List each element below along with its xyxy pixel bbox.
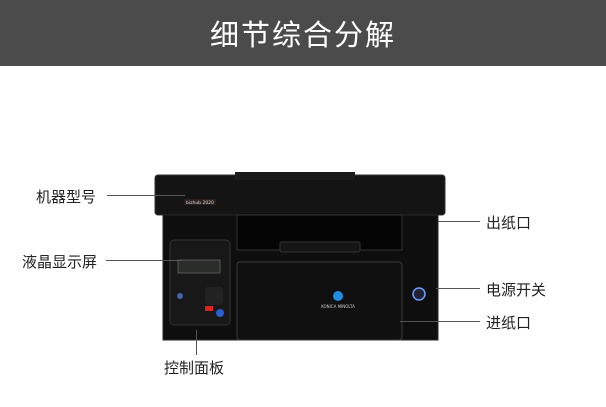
printer-image: bizhub 2020 KONICA MINOLTA xyxy=(154,172,446,341)
power-button-icon xyxy=(412,287,426,301)
konica-minolta-logo xyxy=(333,291,343,301)
svg-text:KONICA MINOLTA: KONICA MINOLTA xyxy=(321,304,355,309)
label-paper-output: 出纸口 xyxy=(486,214,532,232)
header-bar: 细节综合分解 xyxy=(0,0,606,66)
page-title: 细节综合分解 xyxy=(209,18,396,52)
label-paper-input: 进纸口 xyxy=(486,314,532,332)
label-model: 机器型号 xyxy=(36,188,97,206)
label-control-panel: 控制面板 xyxy=(164,359,225,377)
label-power-switch: 电源开关 xyxy=(486,281,547,299)
label-lcd: 液晶显示屏 xyxy=(22,253,98,271)
model-plate-text: bizhub 2020 xyxy=(186,200,214,206)
